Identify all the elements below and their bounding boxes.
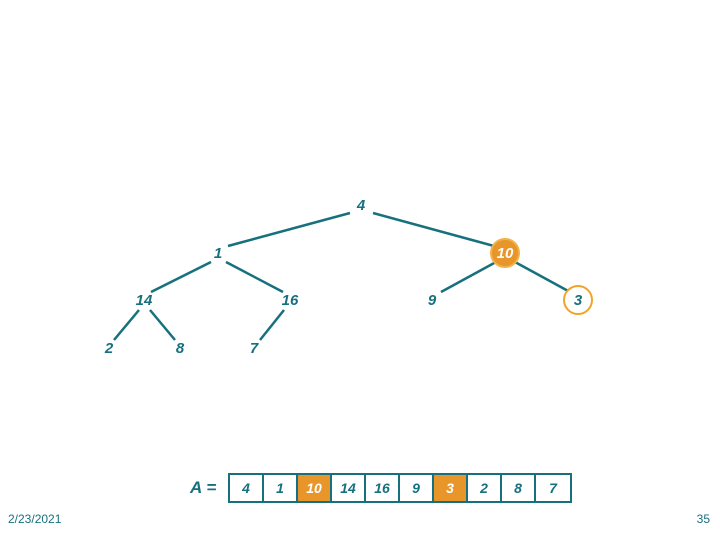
array-cell: 9 bbox=[400, 475, 434, 501]
tree-edge bbox=[259, 309, 285, 341]
tree-node: 3 bbox=[563, 285, 593, 315]
tree-edge bbox=[150, 260, 212, 294]
array-cell: 4 bbox=[230, 475, 264, 501]
tree-edge bbox=[440, 260, 497, 294]
slide-date: 2/23/2021 bbox=[8, 512, 62, 526]
tree-edge bbox=[149, 309, 176, 341]
tree-node: 1 bbox=[213, 244, 223, 262]
array-cell: 16 bbox=[366, 475, 400, 501]
tree-edge bbox=[225, 260, 284, 294]
tree-node: 7 bbox=[249, 339, 259, 357]
tree-node: 2 bbox=[104, 339, 114, 357]
tree-node: 16 bbox=[281, 291, 299, 309]
tree-edge bbox=[113, 309, 140, 341]
tree-node: 9 bbox=[427, 291, 437, 309]
tree-node: 4 bbox=[356, 196, 366, 214]
tree-edge bbox=[372, 211, 495, 248]
array-cell: 14 bbox=[332, 475, 366, 501]
array-cell: 7 bbox=[536, 475, 570, 501]
array-cell: 10 bbox=[298, 475, 332, 501]
slide-page-number: 35 bbox=[696, 512, 710, 526]
tree-edge bbox=[227, 211, 351, 248]
array-cell: 3 bbox=[434, 475, 468, 501]
array-cell: 1 bbox=[264, 475, 298, 501]
tree-node: 14 bbox=[135, 291, 153, 309]
array-cell: 8 bbox=[502, 475, 536, 501]
tree-node: 10 bbox=[490, 238, 520, 268]
tree-edge bbox=[514, 260, 571, 294]
tree-node: 8 bbox=[175, 339, 185, 357]
array-cell: 2 bbox=[468, 475, 502, 501]
array-label: A = bbox=[190, 478, 217, 497]
